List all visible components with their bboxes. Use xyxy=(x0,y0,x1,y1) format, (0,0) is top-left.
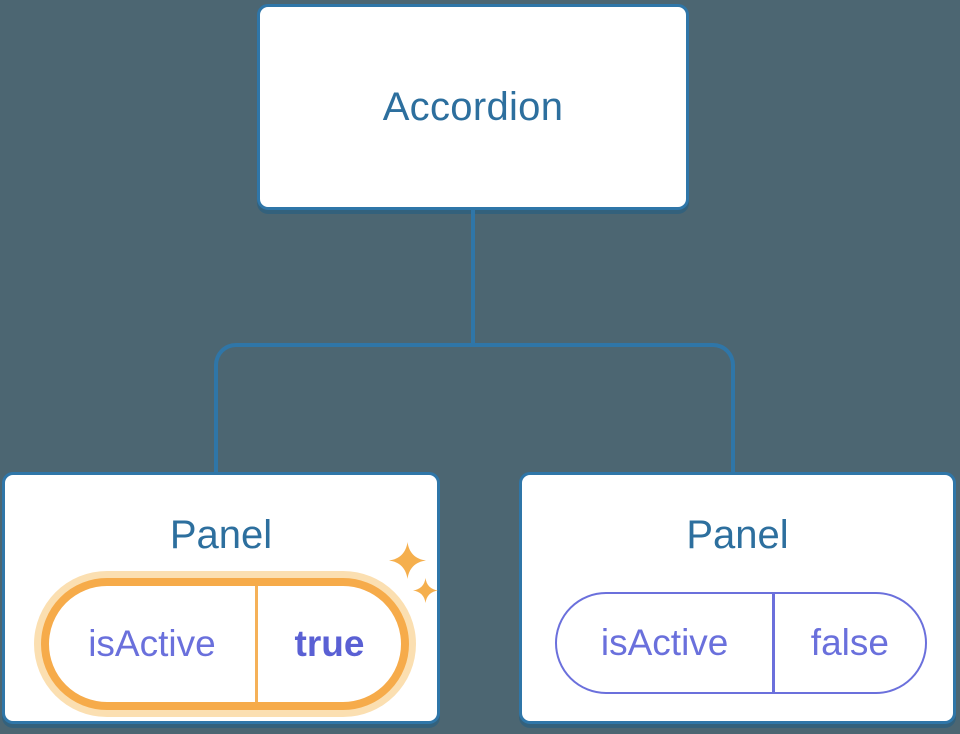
accordion-node: Accordion xyxy=(257,4,689,210)
state-key-label: isActive xyxy=(600,622,729,663)
state-pill-active: isActive true xyxy=(41,578,409,710)
pill-divider xyxy=(772,594,775,692)
state-value-label: true xyxy=(294,623,365,664)
panel-node-inactive: Panel isActive false xyxy=(519,472,956,724)
connector-branch-left xyxy=(214,343,473,472)
panel-title: Panel xyxy=(686,513,789,557)
state-pill-inactive: isActive false xyxy=(555,592,927,694)
state-value-label: false xyxy=(810,622,889,663)
connector-branch-right xyxy=(473,343,735,472)
panel-node-active: Panel isActive true xyxy=(2,472,440,724)
state-key-label: isActive xyxy=(88,623,216,664)
sparkle-small-icon xyxy=(413,578,438,603)
sparkle-large-icon xyxy=(389,542,426,579)
accordion-label: Accordion xyxy=(382,84,564,129)
panel-title: Panel xyxy=(169,513,273,557)
pill-divider xyxy=(254,586,258,702)
connector-stem-center xyxy=(471,210,475,347)
